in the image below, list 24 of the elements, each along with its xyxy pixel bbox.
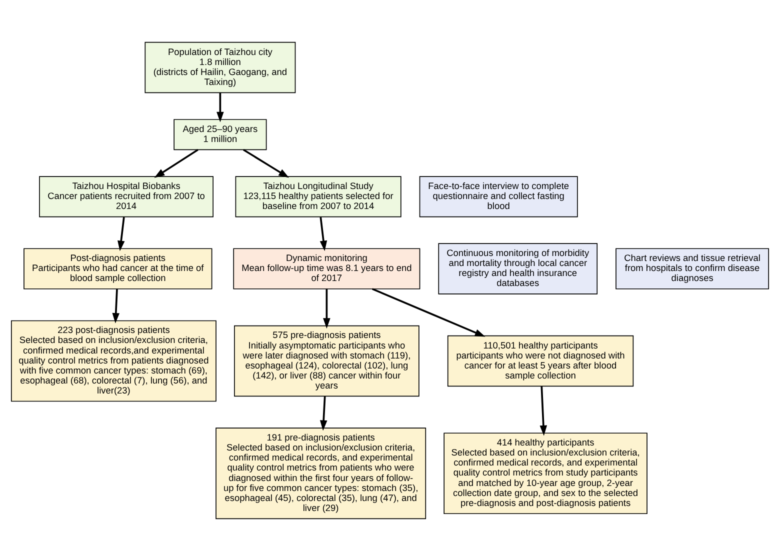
node-box: Post-diagnosis patients Participants who had cancer at the time of blood sample collection	[24, 248, 212, 289]
node-box: Population of Taizhou city 1.8 million (districts of Hailin, Gaogang, and Taixing)	[144, 41, 296, 93]
node-box: Taizhou Longitudinal Study 123,115 healthy patients selected for baseline from 2007 to 2014	[235, 176, 402, 217]
node-box: 414 healthy participants Selected based on inclusion/exclusion criteria, confirmed medical records, and experimental quality control metrics from study participants and matched by 10-year age group, 2-year collection date group, and sex to the selected pre-diagnosis and post-diagnosis patients	[444, 432, 648, 514]
arrow	[540, 386, 548, 436]
arrow	[216, 92, 224, 122]
arrow	[112, 288, 120, 323]
arrow	[118, 216, 125, 251]
node-box: Aged 25–90 years 1 million	[174, 118, 267, 150]
arrow	[242, 148, 290, 178]
node-box: Chart reviews and tissue retrieval from hospitals to confirm disease diagnoses	[616, 248, 770, 289]
node-box: Face-to-face interview to complete questionnaire and collect fasting blood	[419, 176, 578, 217]
node-box: 191 pre-diagnosis patients Selected based on inclusion/exclusion criteria, confirmed medical records, and experimental quality control metrics from patients who were diagnosed within the first four years of follow-up for five common cancer types: stomach (35), esophageal (45), colorectal (35), lung (47), and liver (29)	[216, 427, 426, 519]
arrow	[323, 288, 330, 328]
node-box: Taizhou Hospital Biobanks Cancer patients recruited from 2007 to 2014	[39, 176, 214, 217]
arrow	[154, 148, 198, 178]
arrow	[372, 288, 486, 336]
node-box: 223 post-diagnosis patients Selected based on inclusion/exclusion criteria, confirmed medical records,and experimental quality control metrics from patients diagnosed with five common cancer types: stomach (69), esophageal (68), colorectal (7), lung (56), and liver(23)	[10, 320, 216, 402]
arrow	[320, 396, 328, 430]
node-box: Continuous monitoring of morbidity and mortality through local cancer registry and health insurance databases	[438, 242, 598, 294]
arrow	[320, 216, 328, 251]
node-box: 575 pre-diagnosis patients Initially asymptomatic participants who were later diagnosed with stomach (119), esophageal (124), colorectal (102), lung (142), or liver (88) cancer within four years	[234, 324, 420, 396]
node-box: 110,501 healthy participants participants who were not diagnosed with cancer for at least 5 years after blood sample collection	[447, 334, 634, 386]
node-box: Dynamic monitoring Mean follow-up time was 8.1 years to end of 2017	[233, 248, 420, 289]
